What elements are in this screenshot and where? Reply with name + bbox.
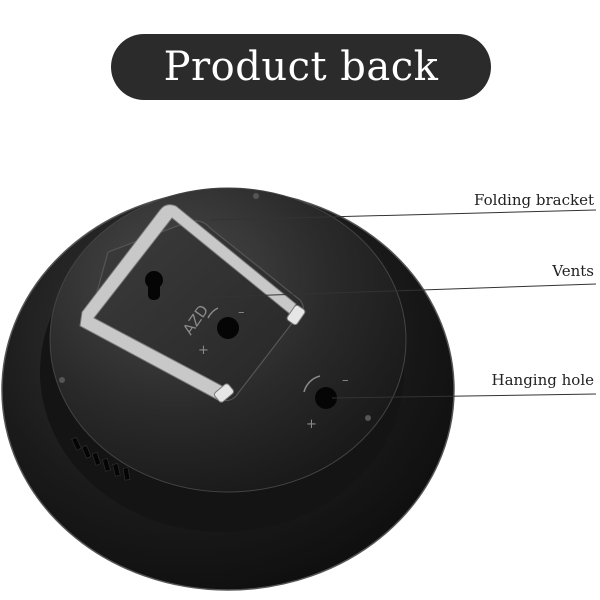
screw-bump [365,415,371,421]
callout-vents: Vents [552,262,594,280]
svg-text:–: – [238,305,245,320]
callout-line-vents [185,283,597,299]
callout-line-hanging [331,393,597,399]
vent-slots [71,436,131,481]
bracket-tip-upper [286,304,306,326]
adjust-knob-1: + – [198,305,245,358]
screw-bump [59,377,65,383]
title-banner: Product back [111,34,491,100]
bracket-tip-lower [213,383,235,403]
page-title: Product back [163,44,439,90]
svg-text:–: – [342,373,349,388]
svg-text:+: + [306,417,317,432]
svg-text:+: + [198,343,209,358]
callout-line-folding [209,209,597,221]
callout-hanging-hole: Hanging hole [491,371,594,389]
adjust-knob-2: + – [303,373,349,432]
callout-folding-bracket: Folding bracket [474,191,594,209]
folding-bracket [79,204,297,401]
keyhole-slot [145,271,163,300]
screw-bump [253,193,259,199]
